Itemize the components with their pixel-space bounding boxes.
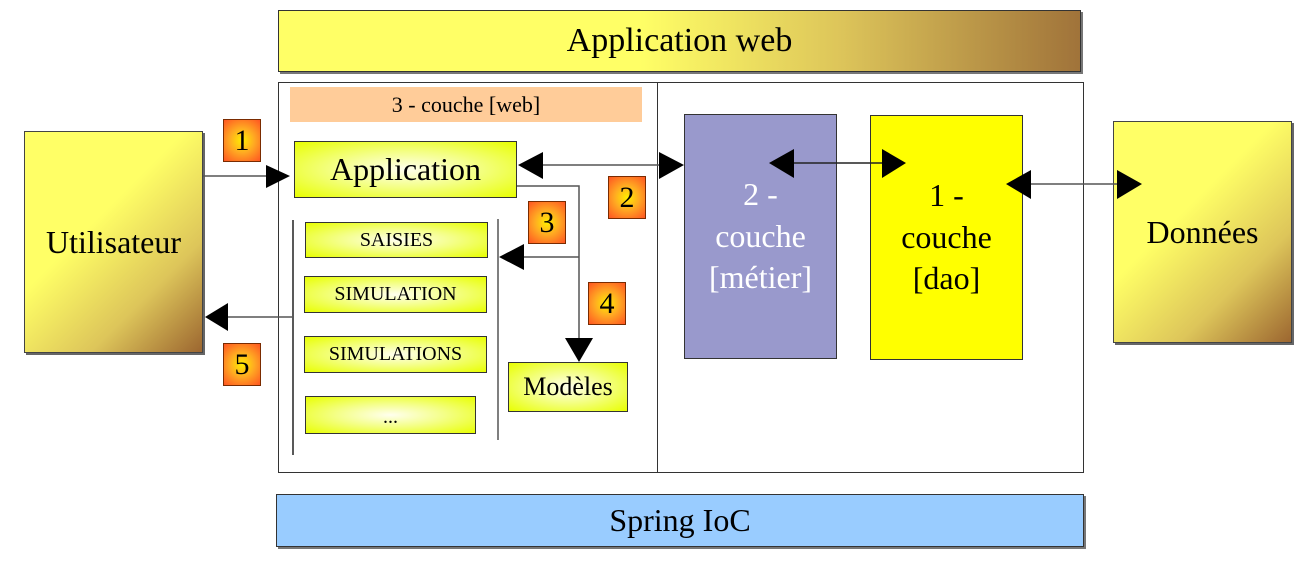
- user-label: Utilisateur: [45, 223, 182, 260]
- dao-layer-box: 1 - couche [dao]: [870, 115, 1023, 360]
- view-label: SIMULATIONS: [328, 343, 463, 365]
- dao-layer-name: [dao]: [912, 260, 981, 297]
- arrowhead-4: [565, 338, 593, 362]
- view-more: ...: [305, 396, 476, 434]
- step-badge-1: 1: [223, 119, 261, 162]
- step-number: 5: [234, 347, 250, 381]
- arrowhead-metier: [769, 149, 794, 178]
- arrowhead-3: [499, 244, 524, 270]
- step-badge-5: 5: [223, 343, 261, 386]
- application-label: Application: [329, 151, 482, 187]
- spring-ioc-label: Spring IoC: [609, 502, 751, 538]
- arrowhead-dao: [882, 149, 906, 178]
- dao-layer-number: 1 -: [929, 177, 964, 214]
- user-box: Utilisateur: [24, 131, 203, 353]
- application-web-banner: Application web: [278, 10, 1081, 72]
- models-box: Modèles: [508, 362, 628, 412]
- arrowhead-2-right: [659, 152, 684, 179]
- arrow-branch-line: [517, 185, 580, 340]
- arrowhead-data: [1117, 170, 1142, 199]
- application-controller-box: Application: [294, 141, 517, 198]
- step-badge-3: 3: [528, 201, 566, 244]
- business-layer-name: [métier]: [708, 259, 813, 296]
- view-saisies: SAISIES: [305, 222, 488, 258]
- business-layer-word: couche: [715, 217, 806, 254]
- web-layer-title: 3 - couche [web]: [391, 91, 541, 117]
- step-badge-4: 4: [588, 282, 626, 325]
- models-label: Modèles: [523, 372, 613, 401]
- business-layer-box: 2 - couche [métier]: [684, 114, 837, 359]
- arrowhead-5: [205, 303, 228, 331]
- view-label: ...: [383, 406, 398, 428]
- arrowhead-2-left: [518, 152, 543, 179]
- step-number: 4: [599, 286, 615, 320]
- view-simulation: SIMULATION: [304, 276, 487, 313]
- arrowhead-dao-right: [1006, 170, 1031, 199]
- arrowhead-1: [266, 165, 290, 188]
- layer-divider: [657, 82, 658, 473]
- spring-ioc-banner: Spring IoC: [276, 494, 1084, 547]
- view-label: SIMULATION: [334, 283, 457, 305]
- data-box: Données: [1113, 121, 1292, 343]
- step-number: 1: [234, 123, 250, 157]
- data-label: Données: [1146, 213, 1259, 250]
- step-number: 3: [539, 205, 555, 239]
- business-layer-number: 2 -: [743, 176, 778, 213]
- step-number: 2: [619, 180, 635, 214]
- dao-layer-word: couche: [901, 218, 992, 255]
- view-simulations: SIMULATIONS: [304, 336, 487, 373]
- application-web-label: Application web: [566, 22, 793, 59]
- web-layer-header: 3 - couche [web]: [290, 87, 642, 122]
- step-badge-2: 2: [608, 176, 646, 219]
- view-label: SAISIES: [359, 228, 434, 251]
- application-container: [278, 82, 1084, 473]
